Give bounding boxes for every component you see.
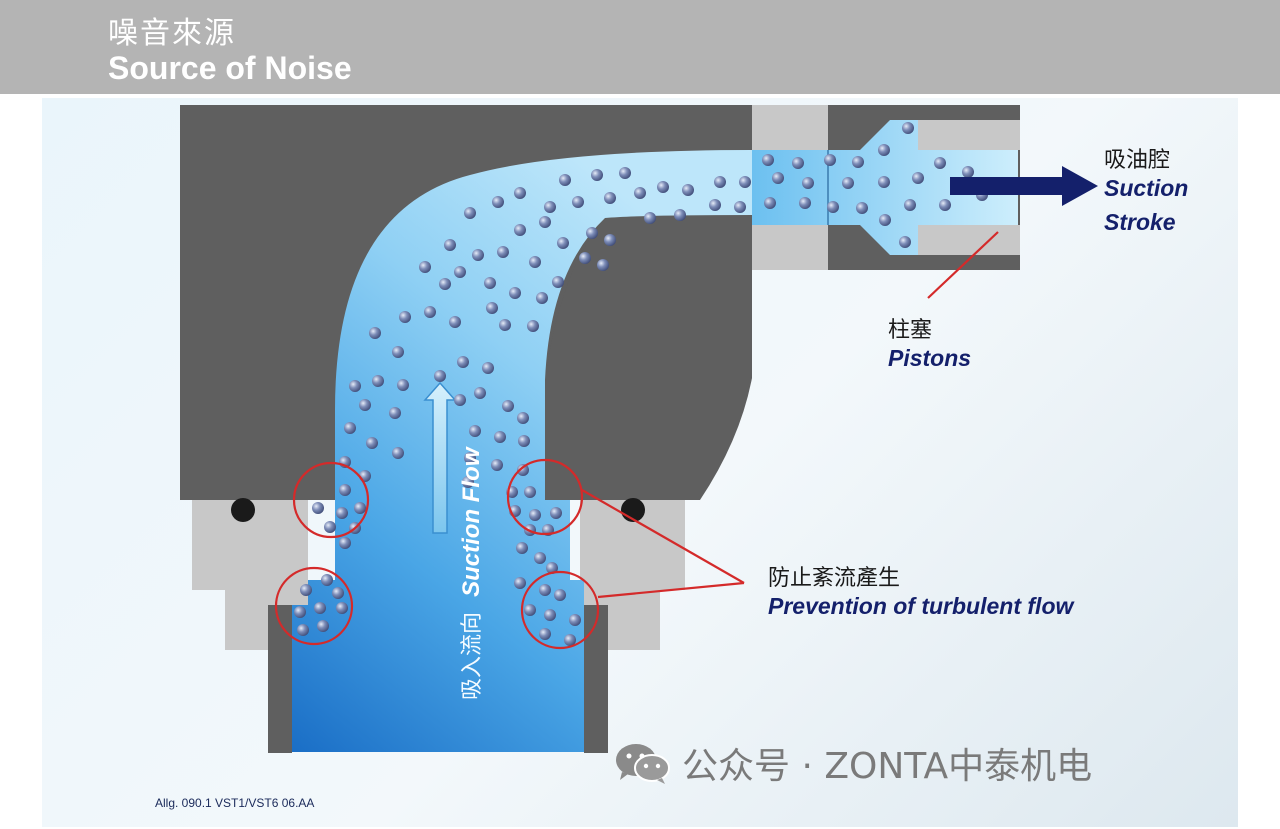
suction-flow-arrow (423, 381, 457, 534)
suction-stroke-label-en-2: Stroke (1104, 209, 1176, 235)
prevention-label-en: Prevention of turbulent flow (768, 593, 1074, 619)
o-ring-left (231, 498, 255, 522)
suction-flow-label: 吸入流向 Suction Flow (454, 448, 494, 700)
leader-lines (581, 231, 999, 599)
figure-reference: Allg. 090.1 VST1/VST6 06.AA (155, 796, 315, 810)
pistons-label-en: Pistons (888, 345, 972, 371)
pump-housing-inner (545, 218, 752, 500)
suction-stroke-label-en-1: Suction (1104, 175, 1189, 201)
prevention-label-zh: 防止紊流產生 (768, 566, 901, 591)
watermark: 公众号 · ZONTA中泰机电 (612, 740, 1093, 787)
header-bar: 噪音來源 Source of Noise (0, 0, 1280, 94)
page-title-en: Source of Noise (108, 50, 352, 86)
watermark-text: 公众号 · ZONTA中泰机电 (682, 746, 1093, 787)
inlet-wall-right (584, 605, 608, 753)
turbulence-highlights (274, 458, 600, 650)
wechat-icon (612, 740, 674, 786)
fluid-channel (292, 150, 752, 752)
oil-bubbles (294, 122, 988, 646)
piston-guide-bottom (918, 225, 1020, 255)
suction-stroke-label-zh: 吸油腔 (1104, 148, 1171, 173)
suction-flow-label-en: Suction Flow (458, 447, 485, 597)
suction-flow-label-zh: 吸入流向 (460, 611, 485, 700)
suction-stroke-arrow (950, 166, 1098, 206)
pistons-label-zh: 柱塞 (888, 318, 933, 343)
inlet-wall-left (268, 605, 292, 753)
page-title-zh: 噪音來源 (108, 16, 236, 51)
piston-guide-top (918, 120, 1020, 150)
